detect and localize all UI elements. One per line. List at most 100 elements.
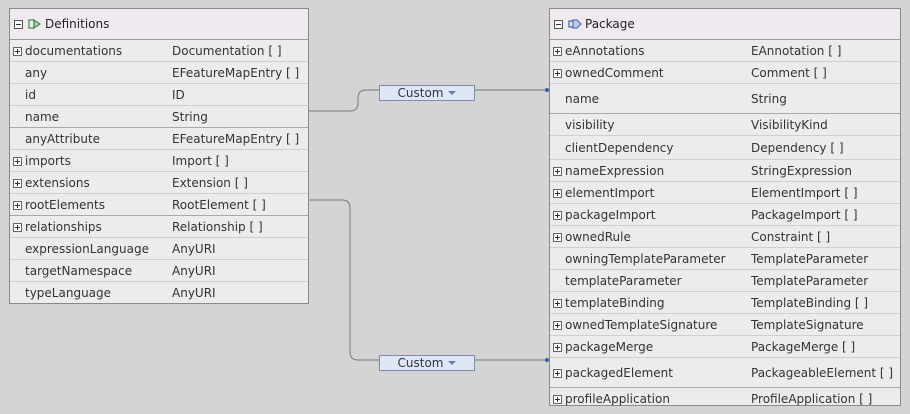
connector-name-to-custom [309, 89, 379, 112]
definitions-row-typelanguage[interactable]: typeLanguage AnyURI [10, 282, 308, 304]
row-name: templateParameter [565, 273, 682, 288]
expand-icon[interactable] [553, 46, 562, 56]
package-header[interactable]: Package [550, 9, 900, 40]
expand-icon[interactable] [13, 200, 22, 210]
package-row-templatebinding[interactable]: templateBinding TemplateBinding [ ] [550, 292, 900, 314]
row-name: ownedRule [565, 229, 631, 244]
row-type: ElementImport [ ] [751, 185, 858, 200]
row-name: visibility [565, 117, 615, 132]
custom-mapping-dropdown[interactable]: Custom [379, 355, 475, 371]
element-icon [28, 19, 41, 29]
row-type: EAnnotation [ ] [751, 43, 842, 58]
row-name: targetNamespace [25, 263, 133, 278]
expand-icon[interactable] [553, 166, 562, 176]
row-type: TemplateParameter [751, 273, 869, 288]
row-type: TemplateBinding [ ] [751, 295, 869, 310]
expand-icon[interactable] [553, 210, 562, 220]
row-name: id [25, 87, 36, 102]
row-name: templateBinding [565, 295, 665, 310]
expand-icon[interactable] [553, 368, 562, 378]
expand-icon[interactable] [13, 156, 22, 166]
connector-rootelements-to-custom [309, 199, 379, 361]
expand-icon[interactable] [553, 395, 562, 404]
collapse-icon[interactable] [14, 19, 23, 29]
package-row-packagedelement[interactable]: packagedElement PackageableElement [ ] [550, 358, 900, 388]
definitions-row-anyattribute[interactable]: anyAttribute EFeatureMapEntry [ ] [10, 128, 308, 150]
expand-icon[interactable] [553, 342, 562, 352]
row-type: StringExpression [751, 163, 852, 178]
row-type: AnyURI [172, 286, 216, 300]
row-type: AnyURI [172, 263, 216, 278]
package-row-eannotations[interactable]: eAnnotations EAnnotation [ ] [550, 40, 900, 62]
row-type: TemplateParameter [751, 251, 869, 266]
row-name: name [25, 109, 60, 124]
row-type: Import [ ] [172, 153, 229, 168]
expand-icon[interactable] [13, 222, 22, 232]
package-entity[interactable]: Package eAnnotations EAnnotation [ ] owne… [549, 8, 901, 406]
row-name: typeLanguage [25, 286, 112, 300]
package-row-elementimport[interactable]: elementImport ElementImport [ ] [550, 182, 900, 204]
row-type: PackageMerge [ ] [751, 339, 856, 354]
expand-icon[interactable] [13, 178, 22, 188]
row-name: relationships [25, 219, 102, 234]
package-title: Package [585, 17, 635, 31]
expand-icon[interactable] [553, 232, 562, 242]
custom-mapping-dropdown[interactable]: Custom [379, 85, 475, 101]
row-name: eAnnotations [565, 43, 645, 58]
row-type: PackageableElement [ ] [751, 365, 894, 380]
dropdown-arrow-icon[interactable] [448, 91, 457, 95]
package-row-packagemerge[interactable]: packageMerge PackageMerge [ ] [550, 336, 900, 358]
custom-mapping-label: Custom [397, 86, 444, 100]
package-row-templateparameter[interactable]: templateParameter TemplateParameter [550, 270, 900, 292]
row-name: name [565, 91, 600, 106]
row-type: Documentation [ ] [172, 43, 282, 58]
row-name: rootElements [25, 197, 105, 212]
row-name: elementImport [565, 185, 655, 200]
package-icon [568, 19, 582, 29]
expand-icon[interactable] [553, 320, 562, 330]
definitions-header[interactable]: Definitions [10, 9, 308, 40]
row-type: Dependency [ ] [751, 140, 844, 155]
row-type: VisibilityKind [751, 117, 828, 132]
package-rows: eAnnotations EAnnotation [ ] ownedComment… [550, 40, 900, 410]
row-name: packageMerge [565, 339, 654, 354]
expand-icon[interactable] [553, 68, 562, 78]
collapse-icon[interactable] [554, 19, 563, 29]
row-type: Comment [ ] [751, 65, 827, 80]
row-type: TemplateSignature [751, 317, 864, 332]
row-type: Extension [ ] [172, 175, 248, 190]
definitions-row-name[interactable]: name String [10, 106, 308, 128]
package-row-visibility[interactable]: visibility VisibilityKind [550, 114, 900, 136]
expand-icon[interactable] [13, 46, 22, 56]
row-name: anyAttribute [25, 131, 101, 146]
expand-icon[interactable] [553, 188, 562, 198]
row-name: expressionLanguage [25, 241, 149, 256]
row-name: packagedElement [565, 365, 673, 380]
expand-icon[interactable] [553, 298, 562, 308]
row-type: PackageImport [ ] [751, 207, 858, 222]
definitions-row-targetnamespace[interactable]: targetNamespace AnyURI [10, 260, 308, 282]
dropdown-arrow-icon[interactable] [448, 361, 457, 365]
row-type: EFeatureMapEntry [ ] [172, 131, 300, 146]
row-type: String [172, 109, 208, 124]
definitions-title: Definitions [45, 17, 110, 31]
